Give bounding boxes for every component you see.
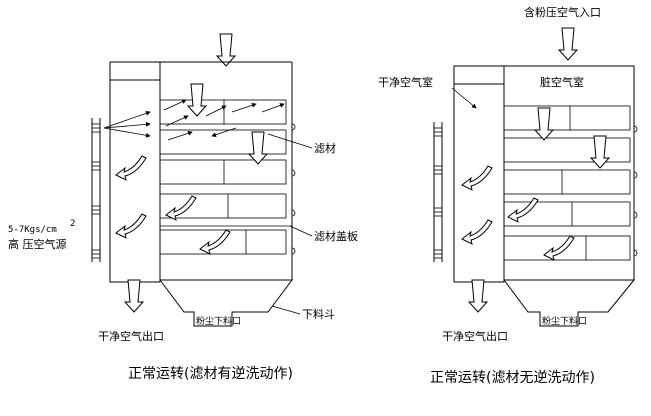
label-media: 滤材 bbox=[314, 141, 336, 155]
label-clean-room: 干净空气室 bbox=[378, 75, 433, 89]
label-hopper: 下料斗 bbox=[302, 307, 335, 321]
label-left-clean-outlet: 干净空气出口 bbox=[98, 329, 164, 343]
label-media-cover: 滤材盖板 bbox=[314, 229, 358, 243]
label-pressure: 5-7Kgs/cm bbox=[8, 225, 57, 235]
label-dirty-room: 脏空气室 bbox=[540, 75, 584, 89]
label-right-clean-outlet: 干净空气出口 bbox=[442, 329, 508, 343]
right-unit bbox=[433, 27, 638, 327]
caption-left: 正常运转(滤材有逆洗动作) bbox=[128, 366, 293, 382]
label-left-dust-outlet: 粉尘下料口 bbox=[196, 315, 241, 327]
label-right-dust-outlet: 粉尘下料口 bbox=[542, 315, 587, 327]
label-air-source: 高 压空气源 bbox=[8, 237, 67, 251]
left-unit bbox=[91, 33, 313, 327]
label-pressure-sup: 2 bbox=[70, 219, 75, 229]
caption-right: 正常运转(滤材无逆洗动作) bbox=[430, 370, 595, 386]
label-inlet: 含粉压空气入口 bbox=[524, 5, 601, 19]
